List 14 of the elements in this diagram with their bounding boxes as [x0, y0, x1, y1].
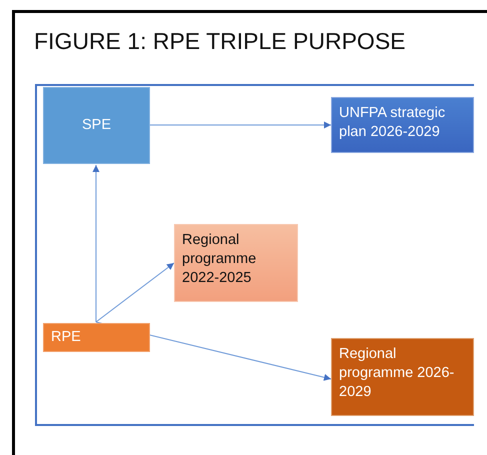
box-label: SPE — [82, 116, 111, 135]
process-box — [174, 224, 298, 302]
figure-title: FIGURE 1: RPE TRIPLE PURPOSE — [34, 28, 406, 55]
box-label: Regional programme 2026-2029 — [339, 345, 456, 402]
box-label: RPE — [51, 328, 81, 347]
box-label: Regional programme 2022-2025 — [182, 231, 258, 288]
process-box — [43, 323, 150, 352]
process-box — [331, 338, 474, 416]
arrow — [96, 262, 174, 322]
box-label: UNFPA strategic plan 2026-2029 — [339, 104, 446, 142]
arrow — [150, 122, 332, 128]
process-box — [331, 97, 474, 153]
process-box — [43, 87, 150, 164]
arrow — [92, 164, 100, 322]
